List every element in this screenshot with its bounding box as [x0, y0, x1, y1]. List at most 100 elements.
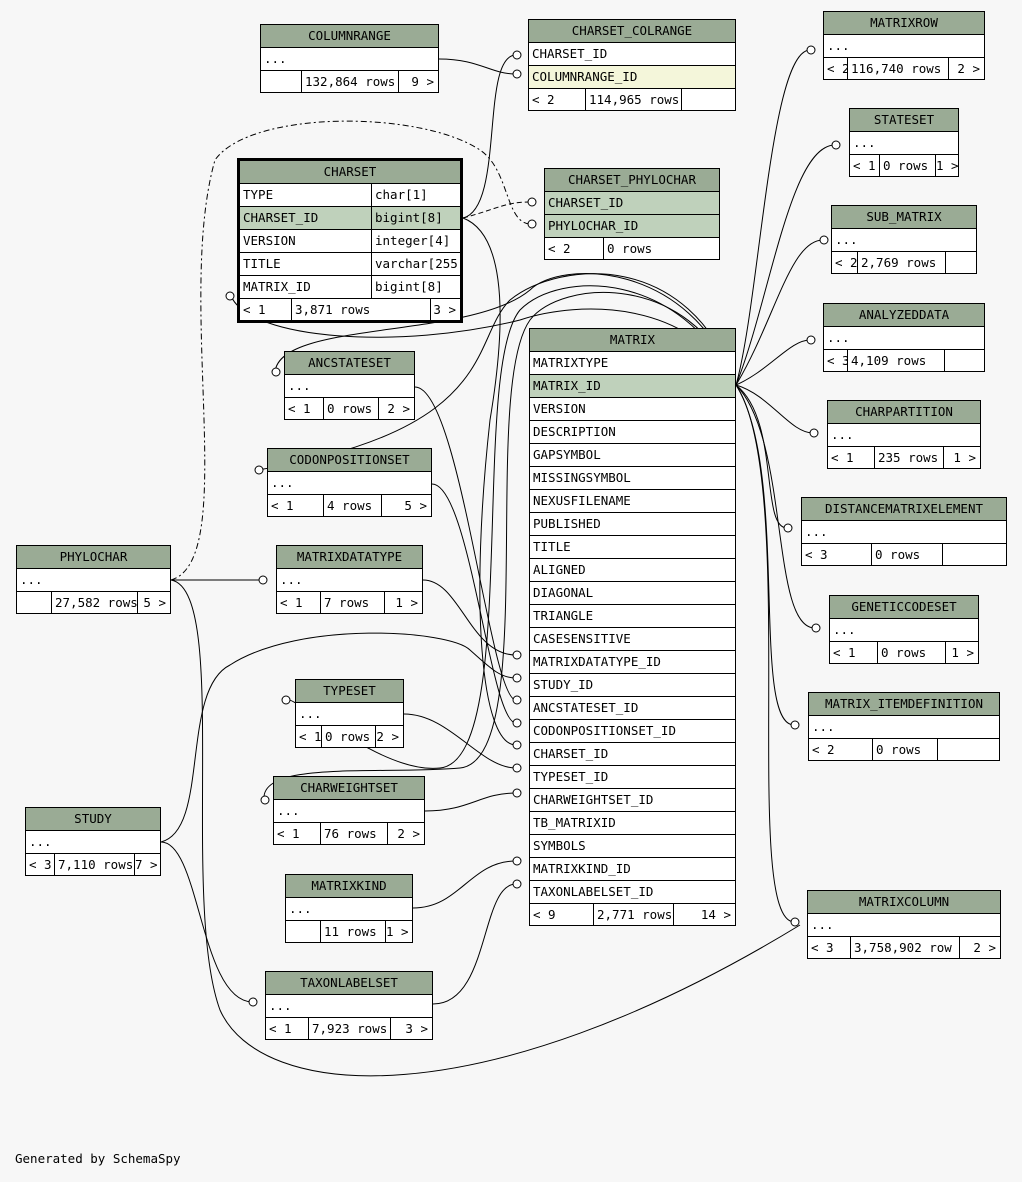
column-row[interactable]: VERSION	[530, 398, 735, 421]
column-row[interactable]: NEXUSFILENAME	[530, 490, 735, 513]
children-count[interactable]: 2 >	[375, 726, 403, 747]
collapsed-columns-row[interactable]: ...	[832, 229, 976, 252]
column-row[interactable]: MATRIXDATATYPE_ID	[530, 651, 735, 674]
table-title[interactable]: PHYLOCHAR	[17, 546, 170, 569]
column-row[interactable]: CODONPOSITIONSET_ID	[530, 720, 735, 743]
table-title[interactable]: MATRIX	[530, 329, 735, 352]
parents-count[interactable]: < 1	[831, 450, 854, 465]
table-title[interactable]: MATRIXCOLUMN	[808, 891, 1000, 914]
collapsed-columns-row[interactable]: ...	[26, 831, 160, 854]
parents-count[interactable]	[261, 71, 301, 92]
children-count[interactable]: 3 >	[390, 1018, 432, 1039]
table-title[interactable]: SUB_MATRIX	[832, 206, 976, 229]
parents-count[interactable]: < 2	[835, 255, 857, 270]
children-count[interactable]: 1 >	[943, 447, 980, 468]
table-title[interactable]: ANCSTATESET	[285, 352, 414, 375]
children-count[interactable]: 5 >	[137, 592, 170, 613]
collapsed-columns-row[interactable]: ...	[828, 424, 980, 447]
column-row[interactable]: CHARSET_ID	[530, 743, 735, 766]
column-row[interactable]: SYMBOLS	[530, 835, 735, 858]
column-row[interactable]: GAPSYMBOL	[530, 444, 735, 467]
column-row[interactable]: CHARSET_ID	[529, 43, 735, 66]
collapsed-columns-row[interactable]: ...	[285, 375, 414, 398]
parents-count[interactable]: < 1	[277, 826, 300, 841]
table-title[interactable]: CHARSET_PHYLOCHAR	[545, 169, 719, 192]
children-count[interactable]	[942, 544, 1006, 565]
collapsed-columns-row[interactable]: ...	[266, 995, 432, 1018]
column-row[interactable]: TITLE	[530, 536, 735, 559]
children-count[interactable]: 9 >	[398, 71, 438, 92]
table-title[interactable]: DISTANCEMATRIXELEMENT	[802, 498, 1006, 521]
children-count[interactable]: 5 >	[381, 495, 431, 516]
column-row[interactable]: PHYLOCHAR_ID	[545, 215, 719, 238]
column-row[interactable]: STUDY_ID	[530, 674, 735, 697]
column-row[interactable]: MISSINGSYMBOL	[530, 467, 735, 490]
parents-count[interactable]: < 1	[299, 729, 321, 744]
table-title[interactable]: CHARPARTITION	[828, 401, 980, 424]
table-title[interactable]: COLUMNRANGE	[261, 25, 438, 48]
children-count[interactable]: 2 >	[948, 58, 984, 79]
children-count[interactable]: 3 >	[430, 299, 460, 320]
column-row[interactable]: COLUMNRANGE_ID	[529, 66, 735, 89]
column-row[interactable]: MATRIX_ID	[530, 375, 735, 398]
parents-count[interactable]: < 1	[269, 1021, 292, 1036]
table-title[interactable]: TYPESET	[296, 680, 403, 703]
children-count[interactable]	[945, 252, 976, 273]
collapsed-columns-row[interactable]: ...	[802, 521, 1006, 544]
parents-count[interactable]: < 1	[271, 498, 294, 513]
children-count[interactable]	[944, 350, 984, 371]
table-title[interactable]: STUDY	[26, 808, 160, 831]
column-row[interactable]: TAXONLABELSET_ID	[530, 881, 735, 904]
column-row[interactable]: ANCSTATESET_ID	[530, 697, 735, 720]
column-row[interactable]: MATRIXKIND_ID	[530, 858, 735, 881]
parents-count[interactable]: < 3	[827, 353, 847, 368]
collapsed-columns-row[interactable]: ...	[286, 898, 412, 921]
table-title[interactable]: MATRIXDATATYPE	[277, 546, 422, 569]
column-row[interactable]: PUBLISHED	[530, 513, 735, 536]
table-title[interactable]: CHARSET	[240, 161, 460, 184]
collapsed-columns-row[interactable]: ...	[809, 716, 999, 739]
children-count[interactable]: 1 >	[935, 155, 958, 176]
children-count[interactable]: 1 >	[384, 592, 422, 613]
parents-count[interactable]: < 1	[853, 158, 876, 173]
children-count[interactable]: 2 >	[378, 398, 414, 419]
parents-count[interactable]	[286, 921, 320, 942]
parents-count[interactable]: < 9	[533, 907, 556, 922]
children-count[interactable]	[681, 89, 735, 110]
parents-count[interactable]: < 1	[280, 595, 303, 610]
parents-count[interactable]: < 2	[812, 742, 835, 757]
column-row[interactable]: ALIGNED	[530, 559, 735, 582]
collapsed-columns-row[interactable]: ...	[824, 327, 984, 350]
collapsed-columns-row[interactable]: ...	[268, 472, 431, 495]
children-count[interactable]: 14 >	[673, 904, 735, 925]
table-title[interactable]: ANALYZEDDATA	[824, 304, 984, 327]
table-title[interactable]: CHARSET_COLRANGE	[529, 20, 735, 43]
column-row[interactable]: CHARSET_ID	[545, 192, 719, 215]
table-title[interactable]: CHARWEIGHTSET	[274, 777, 424, 800]
column-row[interactable]: DESCRIPTION	[530, 421, 735, 444]
table-title[interactable]: GENETICCODESET	[830, 596, 978, 619]
table-title[interactable]: MATRIXKIND	[286, 875, 412, 898]
parents-count[interactable]: < 1	[288, 401, 311, 416]
collapsed-columns-row[interactable]: ...	[17, 569, 170, 592]
children-count[interactable]: 2 >	[959, 937, 1000, 958]
table-title[interactable]: TAXONLABELSET	[266, 972, 432, 995]
children-count[interactable]: 1 >	[945, 642, 978, 663]
